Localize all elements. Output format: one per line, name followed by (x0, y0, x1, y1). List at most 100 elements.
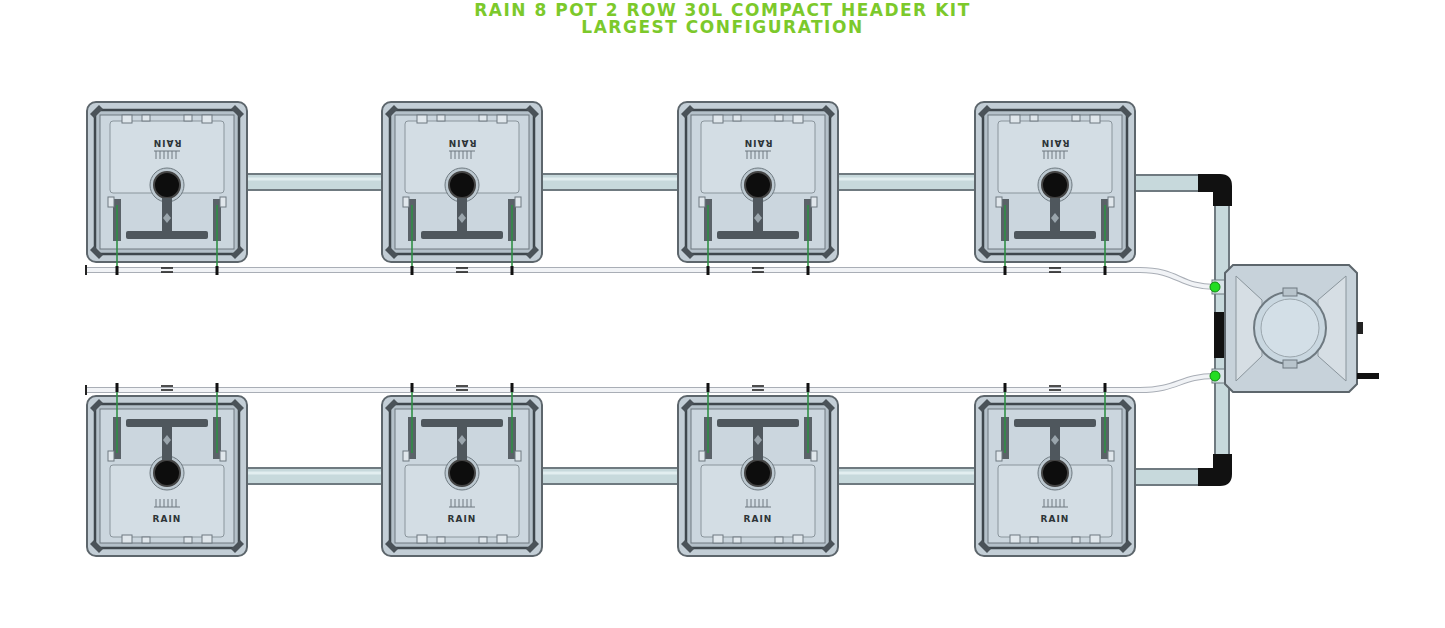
pot-part (411, 266, 414, 275)
pot-part (751, 151, 752, 159)
pot-part (160, 151, 161, 159)
pot-part (707, 205, 709, 270)
pot-module: RAIN (974, 101, 1136, 263)
pot-part (467, 499, 468, 507)
pot-part (202, 535, 212, 543)
pot-part (745, 507, 771, 508)
pipe-connector (543, 473, 677, 476)
pot-module: RAIN (677, 395, 839, 557)
pipe (248, 469, 381, 483)
pot-part (681, 105, 694, 118)
pot-part (156, 151, 157, 159)
pot-part (1004, 266, 1007, 275)
pipe-outline (543, 467, 677, 485)
pot-module: RAIN (677, 101, 839, 263)
pot-part (755, 151, 756, 159)
pipe-highlight (248, 472, 381, 475)
pot-part (707, 383, 710, 392)
pot-part (202, 115, 212, 123)
pot-illustration (381, 101, 543, 263)
pot-part (1004, 383, 1007, 392)
pot-part (733, 537, 741, 543)
pot-part (163, 213, 171, 223)
pot-illustration (86, 101, 248, 263)
pot-part (745, 460, 771, 486)
pot-part (767, 499, 768, 507)
pot-part (122, 535, 132, 543)
pot-part (754, 213, 762, 223)
pot-part (231, 246, 244, 259)
pot-part (793, 115, 803, 123)
pot-part (975, 383, 1135, 556)
pot-part (90, 105, 103, 118)
elbow (1198, 454, 1232, 486)
pot-part (1090, 115, 1100, 123)
pipe-connector (839, 179, 974, 182)
pot-part (807, 266, 810, 275)
pot-part (116, 383, 119, 392)
pot-part (156, 499, 157, 507)
pot-part (763, 499, 764, 507)
pipe-connector (839, 473, 974, 476)
pot-part (1052, 499, 1053, 507)
pot-part (793, 535, 803, 543)
pot-part (1004, 388, 1006, 453)
pot-part (747, 151, 748, 159)
pot-part (511, 205, 513, 270)
pot-part (456, 389, 468, 391)
pot-part (681, 540, 694, 553)
pot-part (713, 115, 723, 123)
title: RAIN 8 POT 2 ROW 30L COMPACT HEADER KIT … (451, 2, 994, 36)
pot-part (437, 537, 445, 543)
pot-part (385, 399, 398, 412)
pot-part (184, 537, 192, 543)
pot-illustration (381, 395, 543, 557)
pot-part (707, 266, 710, 275)
pot-part (807, 383, 810, 392)
pot-part (176, 499, 177, 507)
pot-module: RAIN (86, 395, 248, 557)
pot-part (1064, 499, 1065, 507)
pot-part (449, 172, 475, 198)
pot-part (142, 115, 150, 121)
pipe-highlight (543, 178, 677, 181)
pipe (543, 175, 677, 189)
pot-part (1049, 389, 1061, 391)
pipe-outline (839, 173, 974, 191)
pot-part (807, 388, 809, 453)
pipe (839, 469, 974, 483)
pot-part (745, 172, 771, 198)
pot-part (1049, 271, 1061, 273)
pot-part (411, 383, 414, 392)
pot-part (163, 435, 171, 445)
drip-tube-outline (86, 376, 1215, 390)
pot-label: RAIN (381, 138, 543, 148)
pot-part (455, 151, 456, 159)
pot-part (1119, 540, 1132, 553)
pot-part (775, 115, 783, 121)
pot-part (154, 507, 180, 508)
drip-tube-outline (86, 270, 1215, 287)
pot-part (1090, 535, 1100, 543)
pot-part (822, 105, 835, 118)
pot-part (526, 105, 539, 118)
pot-part (978, 246, 991, 259)
pot-part (463, 499, 464, 507)
pot-part (752, 389, 764, 391)
pot-part (751, 499, 752, 507)
pot-part (161, 267, 173, 269)
pot-part (150, 456, 184, 490)
pot-part (497, 535, 507, 543)
pot-part (741, 456, 775, 490)
pot-part (417, 115, 427, 123)
pot-module: RAIN (86, 101, 248, 263)
pot-part (216, 266, 219, 275)
pipe-outline (543, 173, 677, 191)
pot-part (456, 271, 468, 273)
pot-part (455, 499, 456, 507)
pot-part (403, 197, 409, 207)
tube-end (85, 385, 87, 395)
pot-part (1038, 456, 1072, 490)
pot-part (763, 151, 764, 159)
pot-part (176, 151, 177, 159)
